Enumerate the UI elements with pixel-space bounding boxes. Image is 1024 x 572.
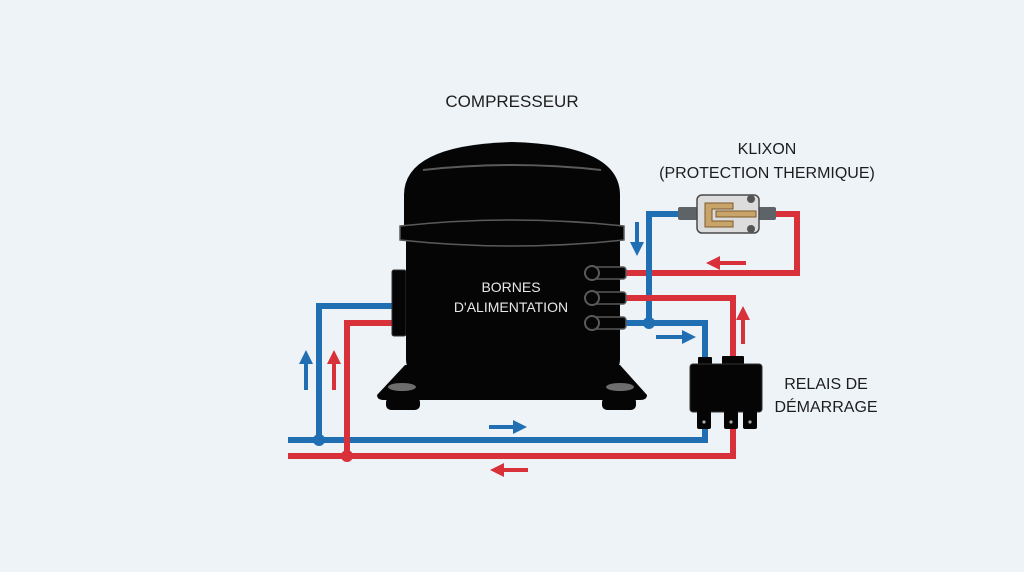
compressor-foot-right bbox=[602, 397, 636, 410]
blue-wire-relay bbox=[625, 320, 708, 360]
compressor-label: COMPRESSEUR bbox=[445, 92, 578, 111]
terminals-label-line1: BORNES bbox=[481, 279, 540, 295]
junction-dot-red bbox=[341, 450, 353, 462]
red-wire-relay bbox=[625, 295, 736, 360]
arrow-up-red-icon bbox=[736, 306, 750, 344]
compressor-foot-left bbox=[386, 397, 420, 410]
klixon-label-line2: (PROTECTION THERMIQUE) bbox=[659, 165, 875, 182]
power-terminals bbox=[584, 265, 627, 331]
compressor-body bbox=[406, 240, 620, 392]
klixon-thermal-protector bbox=[678, 194, 776, 234]
arrow-down-blue-icon bbox=[630, 222, 644, 256]
terminals-label-line2: D'ALIMENTATION bbox=[454, 299, 568, 315]
arrow-up-blue-icon bbox=[299, 350, 313, 390]
klixon-label-line1: KLIXON bbox=[738, 141, 797, 158]
relay-label-line1: RELAIS DE bbox=[784, 376, 868, 393]
compressor-side-box bbox=[391, 269, 407, 337]
compressor-band bbox=[399, 219, 625, 247]
relay-label-line2: DÉMARRAGE bbox=[774, 397, 877, 416]
blue-wire-klixon bbox=[646, 211, 698, 323]
blue-wire-left bbox=[316, 303, 395, 440]
red-wire-left bbox=[344, 320, 395, 456]
arrow-right-blue-icon bbox=[489, 420, 527, 434]
junction-dot-blue bbox=[313, 434, 325, 446]
arrow-up-red-icon bbox=[327, 350, 341, 390]
junction-dot-blue-terminal bbox=[643, 317, 655, 329]
arrow-right-blue-icon bbox=[656, 330, 696, 344]
compressor: BORNES D'ALIMENTATION bbox=[377, 142, 647, 410]
compressor-dome bbox=[404, 142, 620, 232]
arrow-left-red-icon bbox=[490, 463, 528, 477]
start-relay bbox=[689, 356, 763, 429]
arrow-left-red-icon bbox=[706, 256, 746, 270]
red-wire-main bbox=[288, 418, 736, 459]
